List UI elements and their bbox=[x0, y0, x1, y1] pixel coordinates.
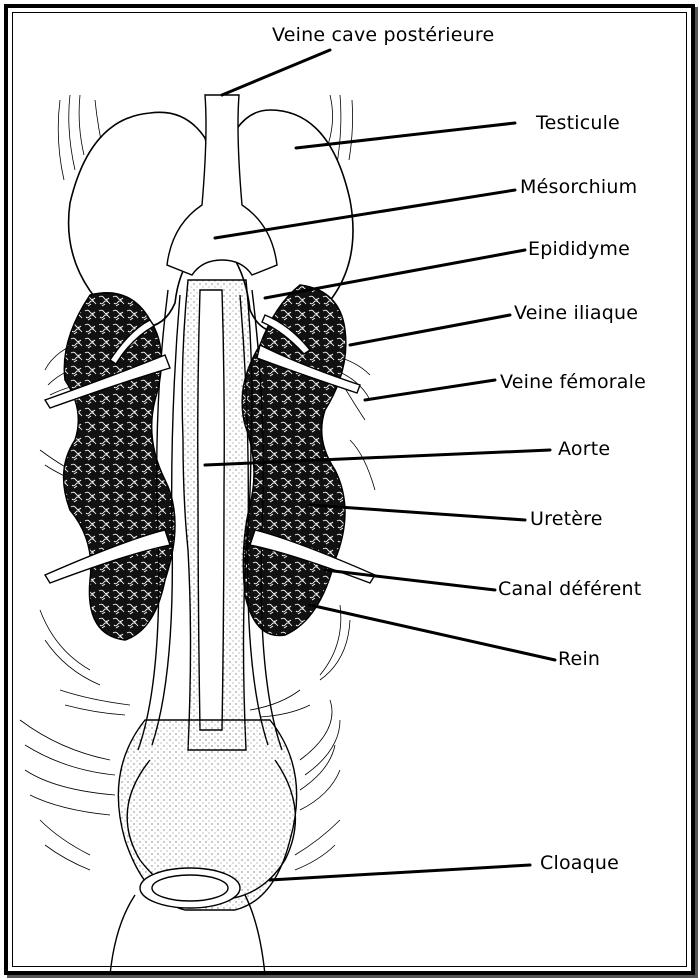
label-canal-deferent: Canal déférent bbox=[498, 578, 641, 600]
label-testicule: Testicule bbox=[536, 112, 620, 134]
label-rein: Rein bbox=[558, 648, 600, 670]
label-aorte: Aorte bbox=[558, 438, 610, 460]
label-veine-cave: Veine cave postérieure bbox=[272, 24, 494, 46]
label-veine-femorale: Veine fémorale bbox=[500, 371, 646, 393]
label-epididyme: Epididyme bbox=[528, 238, 630, 260]
label-uretere: Uretère bbox=[530, 508, 603, 530]
label-cloaque: Cloaque bbox=[540, 852, 619, 874]
label-veine-iliaque: Veine iliaque bbox=[514, 302, 638, 324]
label-mesorchium: Mésorchium bbox=[520, 176, 637, 198]
